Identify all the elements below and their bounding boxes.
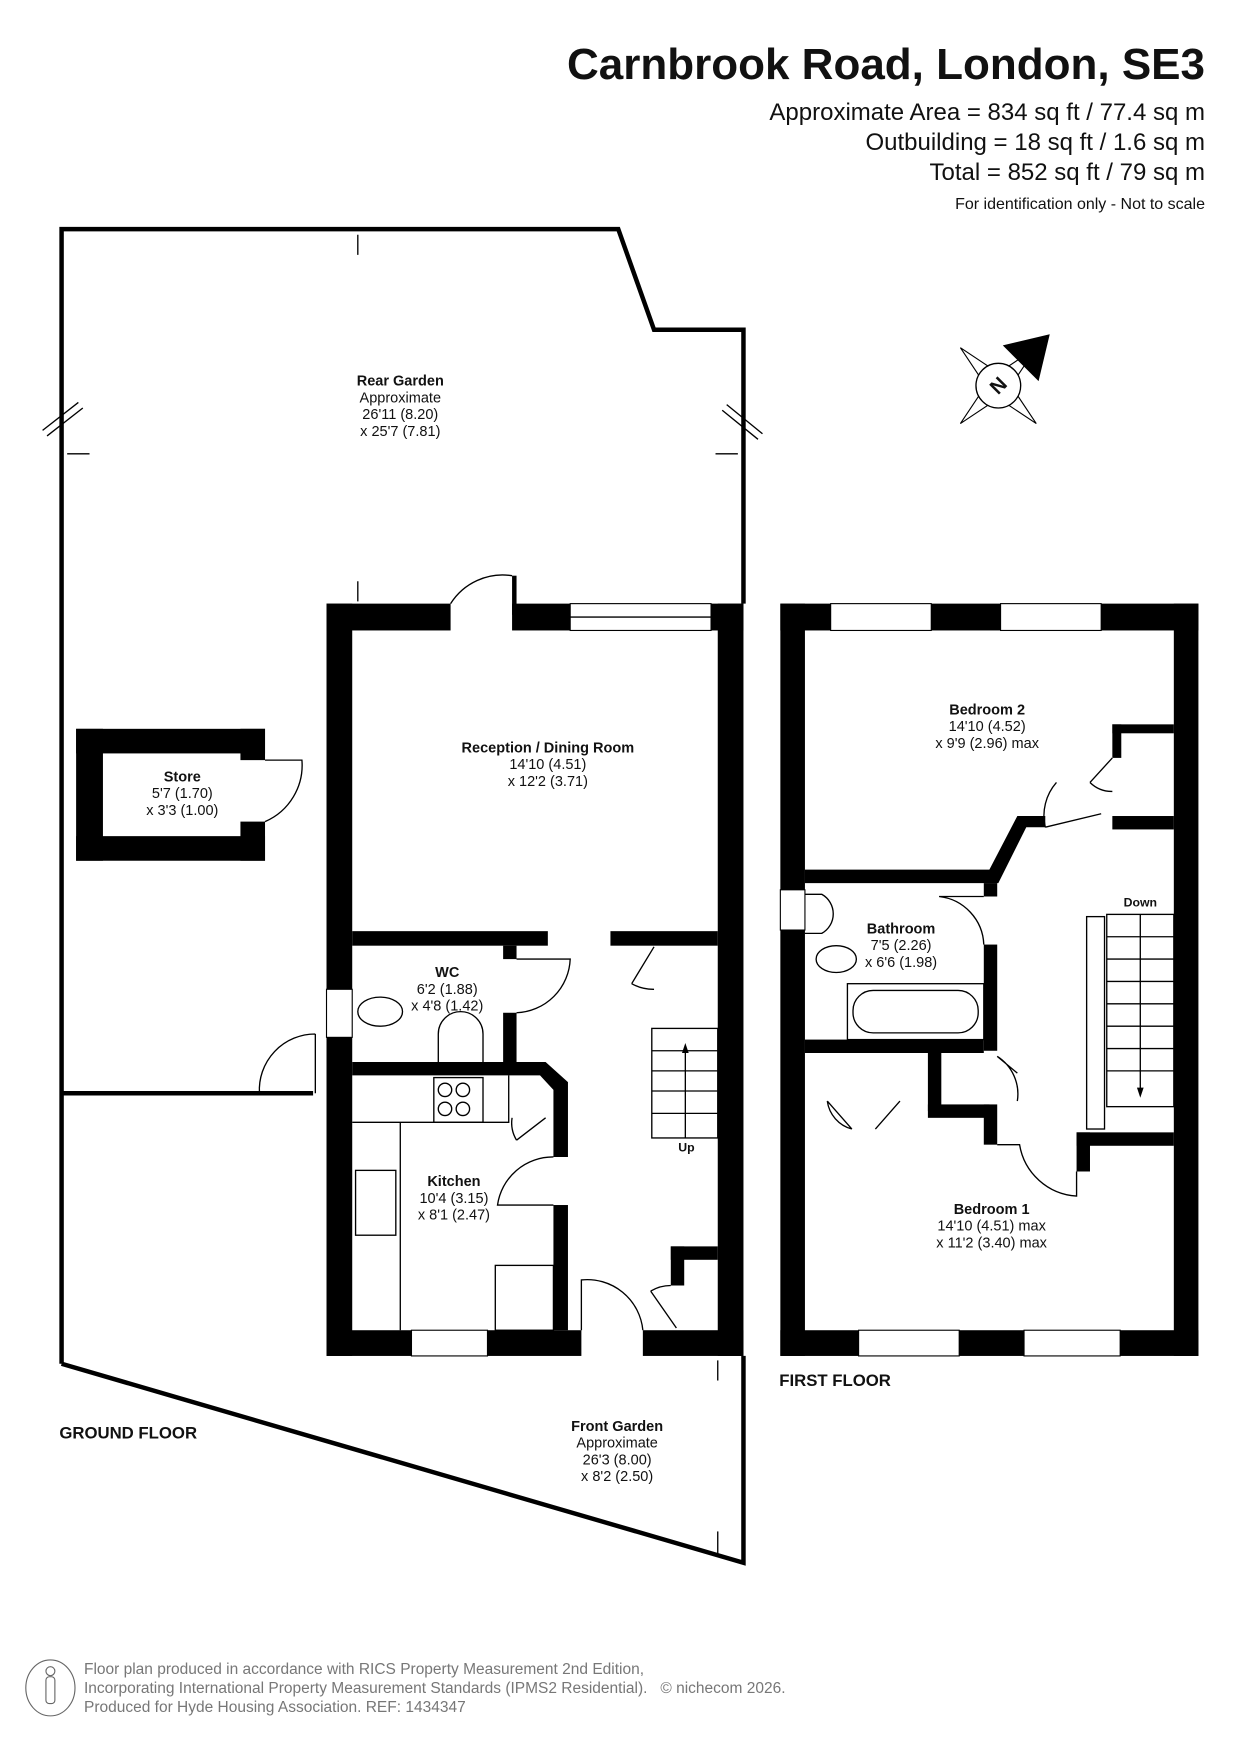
svg-text:Bedroom 1: Bedroom 1 (954, 1202, 1030, 1218)
room-reception: Reception / Dining Room 14'10 (4.51) x 1… (462, 740, 635, 790)
svg-text:Kitchen: Kitchen (427, 1174, 480, 1190)
ground-floor-fixtures (352, 996, 719, 1331)
svg-text:x 8'1 (2.47): x 8'1 (2.47) (418, 1208, 490, 1224)
svg-text:26'3 (8.00): 26'3 (8.00) (583, 1452, 652, 1468)
area-summary: Approximate Area = 834 sq ft / 77.4 sq m… (769, 98, 1205, 188)
svg-text:x 12'2 (3.71): x 12'2 (3.71) (508, 774, 588, 790)
svg-text:x 4'8 (1.42): x 4'8 (1.42) (411, 999, 483, 1015)
footer-line-2: Incorporating International Property Mea… (84, 1680, 648, 1697)
svg-text:Store: Store (164, 769, 201, 785)
svg-text:x 25'7 (7.81): x 25'7 (7.81) (360, 424, 440, 440)
room-kitchen: Kitchen 10'4 (3.15) x 8'1 (2.47) (418, 1174, 490, 1224)
svg-text:Reception / Dining Room: Reception / Dining Room (462, 740, 635, 756)
room-bathroom: Bathroom 7'5 (2.26) x 6'6 (1.98) (865, 921, 937, 971)
copyright: © nichecom 2026. (660, 1680, 786, 1697)
svg-text:6'2 (1.88): 6'2 (1.88) (417, 982, 478, 998)
room-bedroom-1: Bedroom 1 14'10 (4.51) max x 11'2 (3.40)… (936, 1202, 1047, 1252)
svg-text:Bathroom: Bathroom (867, 921, 936, 937)
svg-text:Rear Garden: Rear Garden (357, 374, 444, 390)
svg-text:14'10 (4.52): 14'10 (4.52) (949, 719, 1026, 735)
person-icon (25, 1659, 76, 1717)
compass-icon: N (959, 334, 1050, 425)
svg-text:WC: WC (435, 965, 460, 981)
footer: Floor plan produced in accordance with R… (84, 1660, 786, 1717)
scale-note: For identification only - Not to scale (955, 196, 1205, 213)
footer-line-3: Produced for Hyde Housing Association. R… (84, 1699, 466, 1716)
first-floor-walls (779, 603, 1199, 1357)
svg-text:Bedroom 2: Bedroom 2 (949, 702, 1025, 718)
svg-text:Approximate: Approximate (360, 390, 442, 406)
svg-text:14'10 (4.51): 14'10 (4.51) (509, 757, 586, 773)
toilet-icon (357, 996, 404, 1027)
stairs-down-label: Down (1124, 896, 1157, 910)
svg-text:7'5 (2.26): 7'5 (2.26) (871, 938, 932, 954)
room-bedroom-2: Bedroom 2 14'10 (4.52) x 9'9 (2.96) max (935, 702, 1039, 752)
bathroom-toilet-icon (815, 945, 858, 974)
svg-text:x 8'2 (2.50): x 8'2 (2.50) (581, 1469, 653, 1485)
room-front-garden: Front Garden Approximate 26'3 (8.00) x 8… (571, 1419, 663, 1485)
svg-text:5'7 (1.70): 5'7 (1.70) (152, 786, 213, 802)
bathroom-basin-icon (804, 893, 834, 935)
ground-floor-label: GROUND FLOOR (59, 1424, 197, 1443)
svg-text:x 3'3 (1.00): x 3'3 (1.00) (146, 803, 218, 819)
svg-text:x 6'6 (1.98): x 6'6 (1.98) (865, 955, 937, 971)
svg-text:x 11'2 (3.40) max: x 11'2 (3.40) max (936, 1236, 1047, 1252)
total-area: Total = 852 sq ft / 79 sq m (929, 159, 1205, 186)
room-rear-garden: Rear Garden Approximate 26'11 (8.20) x 2… (357, 374, 444, 440)
store-outbuilding (76, 728, 303, 861)
bath-icon (846, 983, 985, 1041)
outbuilding-area: Outbuilding = 18 sq ft / 1.6 sq m (865, 129, 1205, 156)
approximate-area: Approximate Area = 834 sq ft / 77.4 sq m (769, 99, 1205, 126)
room-store: Store 5'7 (1.70) x 3'3 (1.00) (146, 769, 218, 819)
svg-text:10'4 (3.15): 10'4 (3.15) (419, 1191, 488, 1207)
garden-outline (42, 226, 763, 1566)
stairs-up-label: Up (678, 1140, 694, 1154)
room-wc: WC 6'2 (1.88) x 4'8 (1.42) (411, 965, 483, 1015)
ground-floor-walls (258, 574, 744, 1357)
svg-text:14'10 (4.51) max: 14'10 (4.51) max (937, 1219, 1046, 1235)
footer-line-1: Floor plan produced in accordance with R… (84, 1661, 645, 1678)
svg-text:26'11 (8.20): 26'11 (8.20) (362, 407, 438, 423)
basin-icon (437, 1010, 484, 1062)
first-floor-label: FIRST FLOOR (779, 1371, 891, 1390)
svg-text:Front Garden: Front Garden (571, 1419, 663, 1435)
svg-text:x 9'9 (2.96) max: x 9'9 (2.96) max (935, 736, 1039, 752)
page-title: Carnbrook Road, London, SE3 (566, 40, 1205, 89)
svg-text:Approximate: Approximate (576, 1436, 658, 1452)
sink-icon (354, 1169, 397, 1236)
